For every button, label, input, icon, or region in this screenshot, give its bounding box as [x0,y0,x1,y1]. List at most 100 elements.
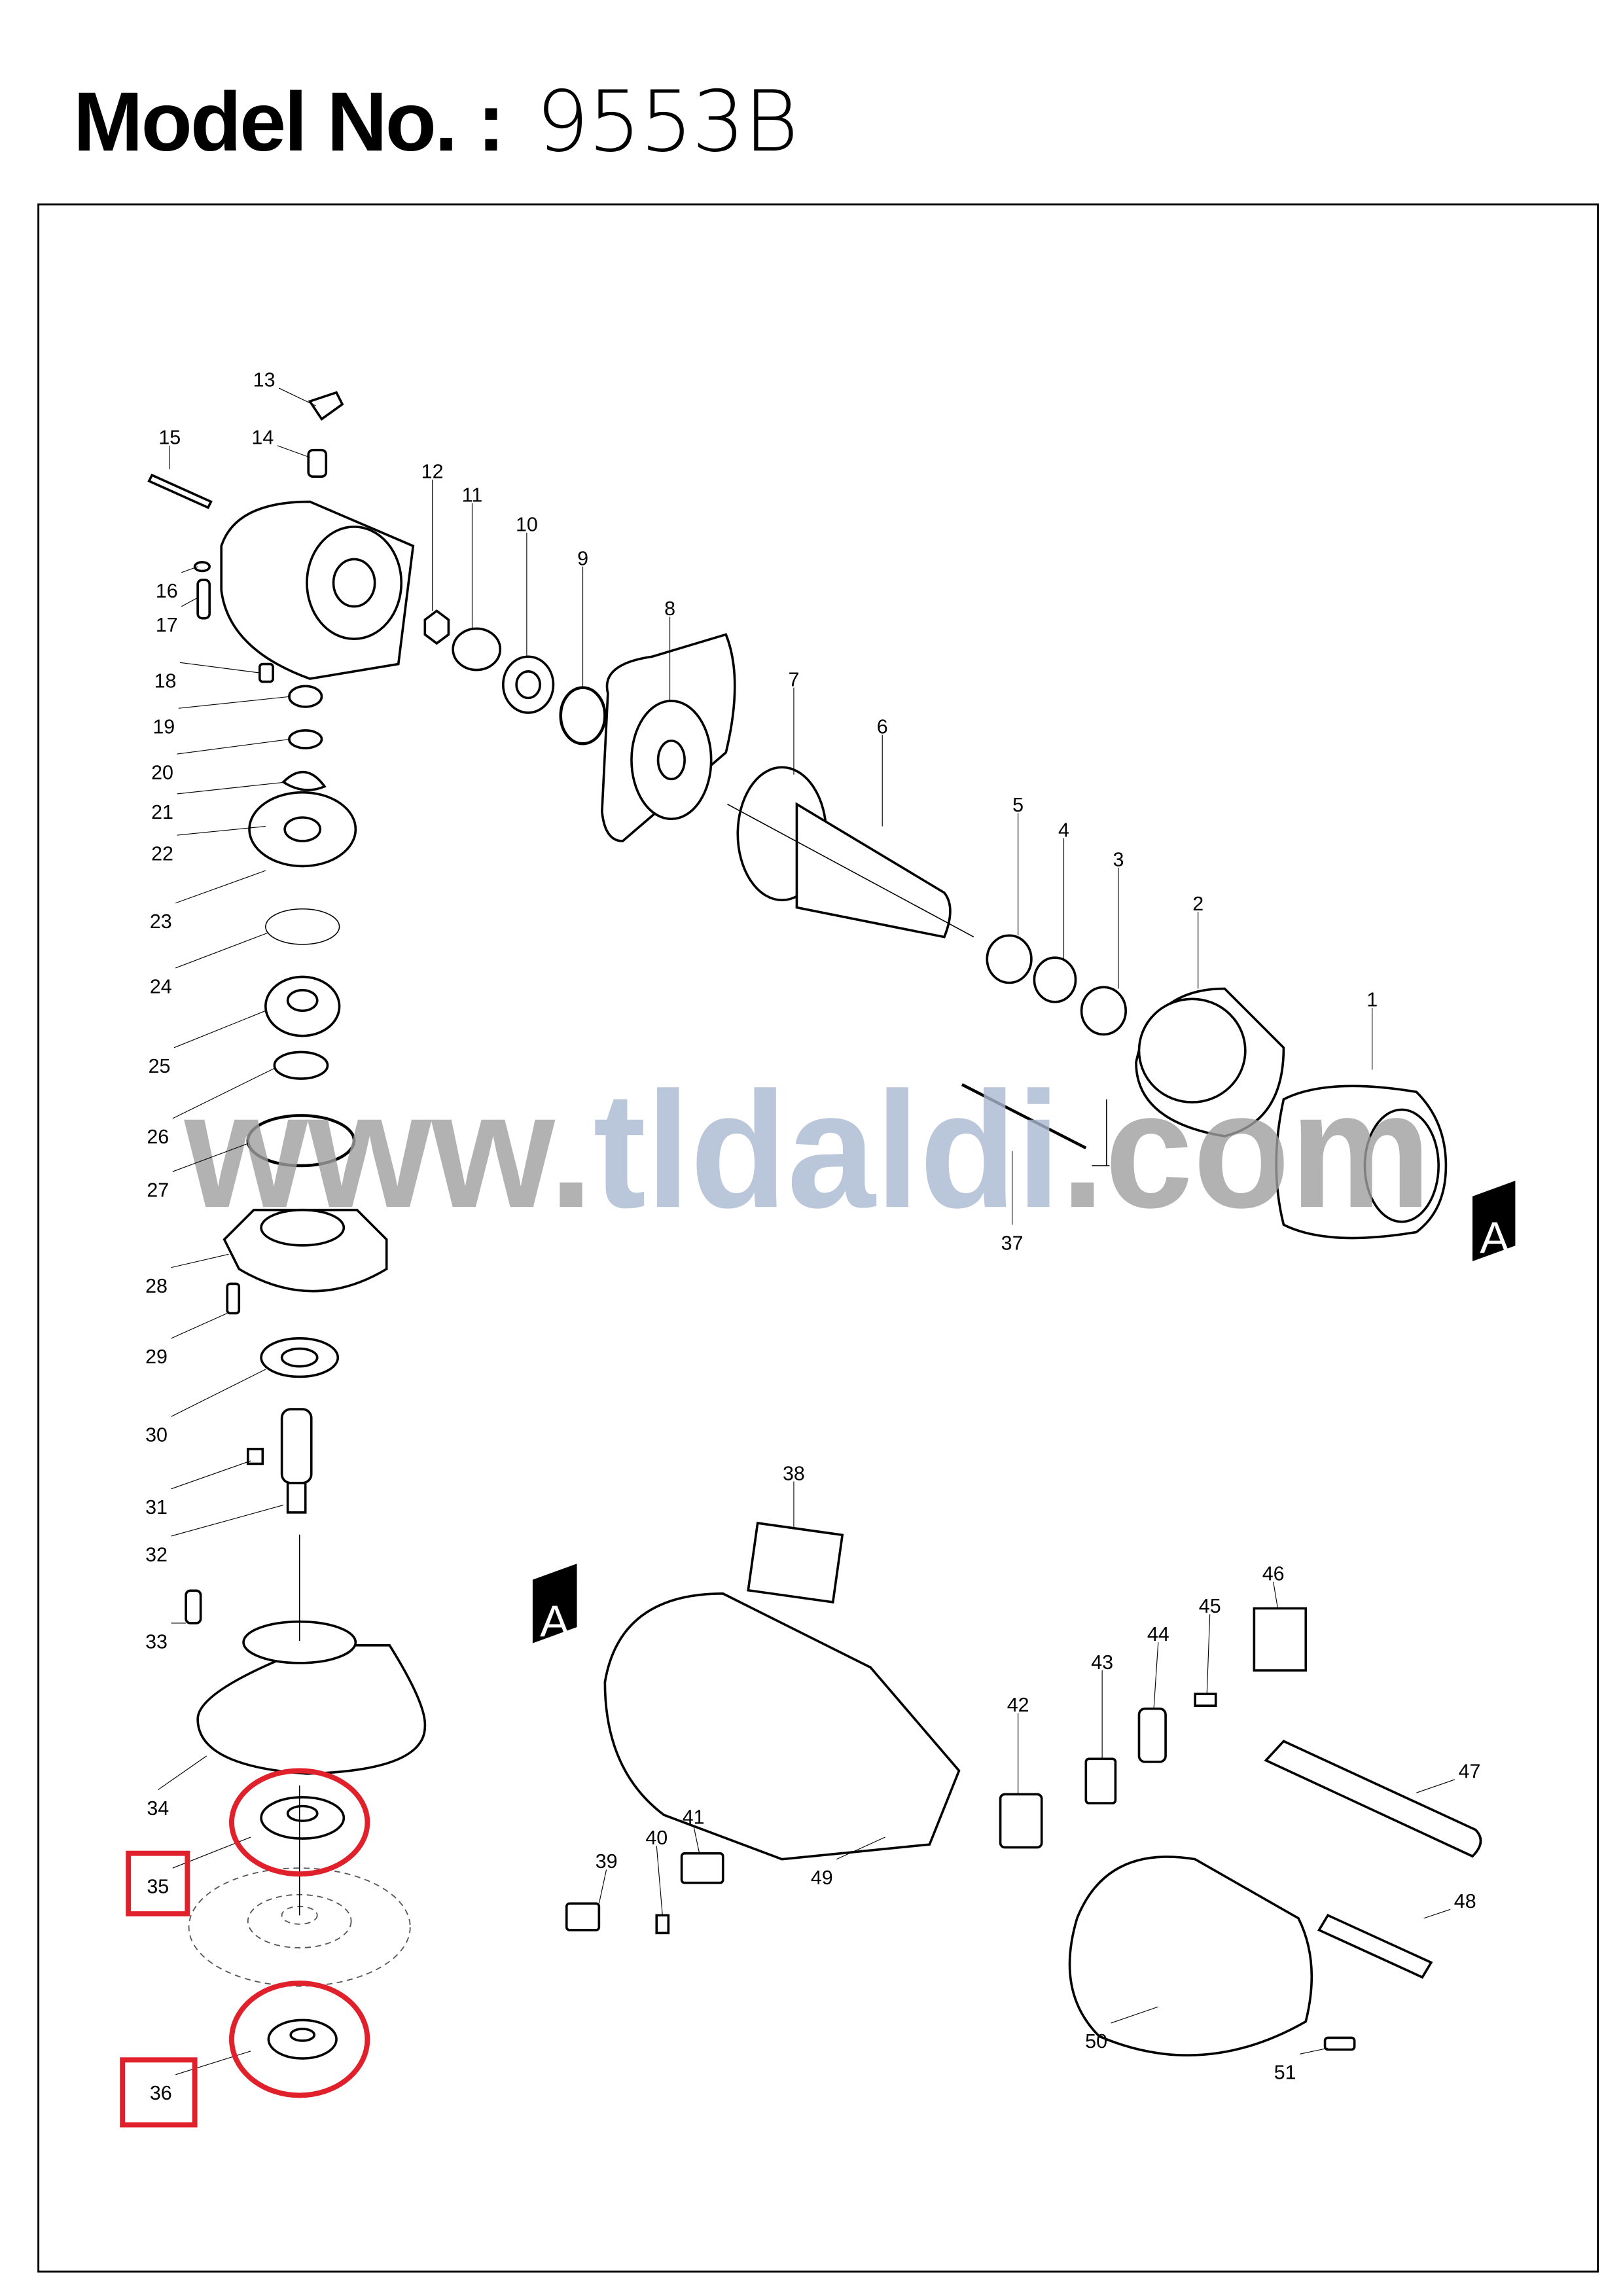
part-label-43[interactable]: 43 [1091,1651,1113,1674]
part-label-23[interactable]: 23 [150,910,172,933]
leader-line-28 [171,1253,229,1268]
svg-text:A: A [540,1597,569,1646]
section-marker-a-lower: A [532,1564,577,1646]
part-label-35[interactable]: 35 [147,1876,169,1898]
part-label-21[interactable]: 21 [151,801,173,823]
part-label-19[interactable]: 19 [152,715,175,738]
part-label-4[interactable]: 4 [1058,819,1069,841]
part-label-10[interactable]: 10 [516,514,538,536]
leader-line-45 [1206,1614,1211,1695]
part-label-45[interactable]: 45 [1199,1595,1221,1617]
leader-line-30 [171,1369,266,1417]
leader-line-46 [1273,1581,1278,1609]
watermark-prefix: www. [184,1057,593,1242]
svg-text:A: A [1480,1213,1509,1263]
part-label-17[interactable]: 17 [156,614,178,636]
part-label-14[interactable]: 14 [251,427,274,449]
leader-line-31 [171,1460,251,1490]
part-label-33[interactable]: 33 [145,1630,168,1653]
part-label-26[interactable]: 26 [147,1126,169,1148]
leader-line-39 [598,1869,607,1904]
leader-line-19 [178,696,291,709]
part-label-16[interactable]: 16 [156,580,178,602]
part-label-13[interactable]: 13 [253,369,276,391]
part-label-11[interactable]: 11 [462,484,483,507]
part-label-50[interactable]: 50 [1085,2030,1107,2053]
part-label-3[interactable]: 3 [1113,848,1124,870]
part-label-44[interactable]: 44 [1147,1623,1169,1645]
section-marker-a-upper: A [1472,1181,1516,1263]
part-label-42[interactable]: 42 [1007,1694,1029,1716]
part-label-51[interactable]: 51 [1274,2062,1296,2084]
parts-drawings [147,391,1482,2060]
highlight-box-part-36 [120,2057,198,2128]
part-label-49[interactable]: 49 [811,1867,833,1889]
part-label-40[interactable]: 40 [645,1827,668,1849]
part-label-31[interactable]: 31 [145,1496,168,1518]
part-label-39[interactable]: 39 [596,1850,618,1873]
leader-line-48 [1423,1909,1451,1919]
leader-line-49 [836,1837,885,1860]
watermark-suffix: .com [1061,1057,1431,1242]
part-label-25[interactable]: 25 [149,1055,171,1077]
part-label-6[interactable]: 6 [877,715,888,738]
leader-line-50 [1111,2006,1158,2024]
leader-line-36 [175,2051,251,2075]
leader-line-18 [180,662,260,673]
highlight-circle-part-36 [229,1981,370,2098]
leader-line-23 [175,870,266,904]
part-label-18[interactable]: 18 [154,670,177,692]
diagram-frame [37,203,1599,2273]
part-label-15[interactable]: 15 [158,427,181,449]
watermark-brand: tldaldi [593,1057,1060,1242]
leader-line-32 [171,1505,284,1537]
part-label-46[interactable]: 46 [1262,1563,1285,1585]
leader-line-26 [172,1067,275,1119]
leader-line-17 [181,597,198,607]
part-label-24[interactable]: 24 [150,975,172,997]
part-label-8[interactable]: 8 [664,598,675,620]
leader-line-16 [181,566,198,573]
part-label-28[interactable]: 28 [145,1275,168,1297]
part-label-37[interactable]: 37 [1001,1232,1024,1255]
part-label-2[interactable]: 2 [1192,893,1204,915]
part-label-7[interactable]: 7 [788,668,799,691]
watermark: www.tldaldi.com [184,1057,1431,1242]
leader-line-44 [1153,1642,1159,1709]
part-label-30[interactable]: 30 [145,1424,168,1446]
part-label-9[interactable]: 9 [577,547,588,569]
leader-line-27 [172,1143,248,1172]
part-label-36[interactable]: 36 [150,2082,172,2104]
part-number-labels: 1234567891011121314151617181920212223242… [145,369,1480,2104]
leader-line-34 [157,1755,207,1791]
leader-line-20 [177,738,289,755]
part-label-12[interactable]: 12 [421,460,444,482]
leader-line-41 [693,1825,700,1854]
leader-line-29 [171,1312,228,1339]
part-label-34[interactable]: 34 [147,1797,169,1820]
part-label-32[interactable]: 32 [145,1543,168,1566]
leader-line-25 [173,1010,266,1049]
part-label-20[interactable]: 20 [151,761,173,783]
leader-line-24 [175,932,269,969]
part-label-27[interactable]: 27 [147,1179,169,1201]
model-title: Model No. : 9553B [73,73,799,171]
part-label-41[interactable]: 41 [683,1806,705,1829]
part-label-29[interactable]: 29 [145,1346,168,1368]
part-label-47[interactable]: 47 [1459,1761,1481,1783]
leader-line-14 [277,445,310,458]
part-label-1[interactable]: 1 [1366,989,1378,1011]
part-label-5[interactable]: 5 [1012,794,1024,816]
part-label-38[interactable]: 38 [783,1462,805,1484]
leader-line-21 [177,781,287,795]
highlight-box-part-35 [126,1850,190,1917]
leader-line-13 [278,387,316,406]
part-label-22[interactable]: 22 [151,842,173,865]
model-label: Model No. : [73,75,505,169]
model-number: 9553B [535,73,799,171]
leader-line-40 [656,1846,663,1916]
part-label-48[interactable]: 48 [1454,1890,1476,1912]
highlight-circle-part-35 [229,1768,370,1877]
leader-line-51 [1300,2047,1329,2054]
